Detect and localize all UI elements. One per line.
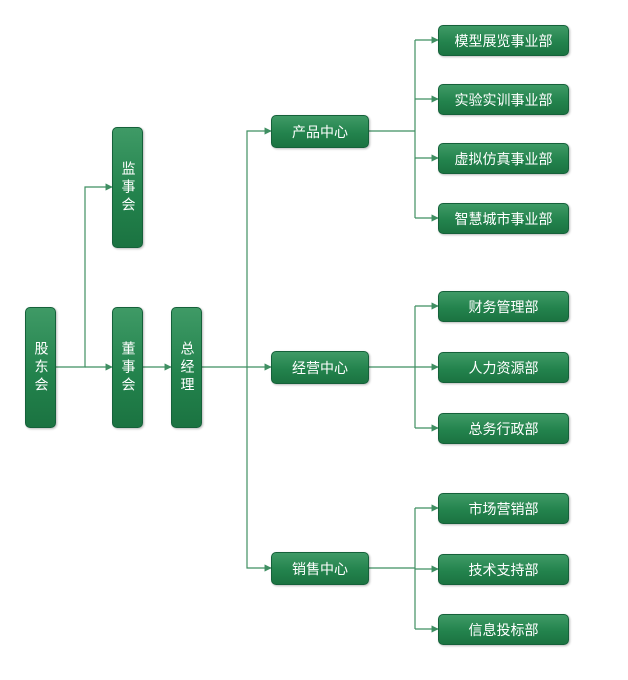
node-label: 监事会 [119,160,136,215]
node-shareholders[interactable]: 股东会 [25,307,56,428]
node-board-of-directors[interactable]: 董事会 [112,307,143,428]
node-dept-virtual-simulation[interactable]: 虚拟仿真事业部 [438,143,569,174]
node-label: 董事会 [119,340,136,395]
connector-shareholders-supervisory [56,183,113,368]
node-label: 信息投标部 [468,622,539,639]
node-dept-model-exhibition[interactable]: 模型展览事业部 [438,25,569,56]
node-label: 产品中心 [292,124,348,141]
node-dept-general-admin[interactable]: 总务行政部 [438,413,569,444]
node-label: 总务行政部 [468,421,539,438]
node-dept-finance[interactable]: 财务管理部 [438,291,569,322]
connector-gm-product [246,127,272,367]
node-label: 经营中心 [292,360,348,377]
node-label: 技术支持部 [468,562,539,579]
node-label: 市场营销部 [468,501,539,518]
connector-gm-sales [246,367,272,572]
node-supervisory-board[interactable]: 监事会 [112,127,143,248]
node-operations-center[interactable]: 经营中心 [271,351,369,384]
node-dept-lab-training[interactable]: 实验实训事业部 [438,84,569,115]
node-label: 智慧城市事业部 [454,211,553,228]
node-label: 模型展览事业部 [454,33,553,50]
node-label: 总经理 [178,340,195,395]
node-dept-bidding[interactable]: 信息投标部 [438,614,569,645]
node-label: 实验实训事业部 [454,92,553,109]
node-dept-human-resources[interactable]: 人力资源部 [438,352,569,383]
node-label: 销售中心 [292,561,348,578]
node-product-center[interactable]: 产品中心 [271,115,369,148]
node-label: 财务管理部 [468,299,539,316]
node-dept-marketing[interactable]: 市场营销部 [438,493,569,524]
node-general-manager[interactable]: 总经理 [171,307,202,428]
node-label: 虚拟仿真事业部 [454,151,553,168]
node-label: 人力资源部 [468,360,539,377]
node-dept-smart-city[interactable]: 智慧城市事业部 [438,203,569,234]
node-dept-tech-support[interactable]: 技术支持部 [438,554,569,585]
node-sales-center[interactable]: 销售中心 [271,552,369,585]
node-label: 股东会 [32,340,49,395]
